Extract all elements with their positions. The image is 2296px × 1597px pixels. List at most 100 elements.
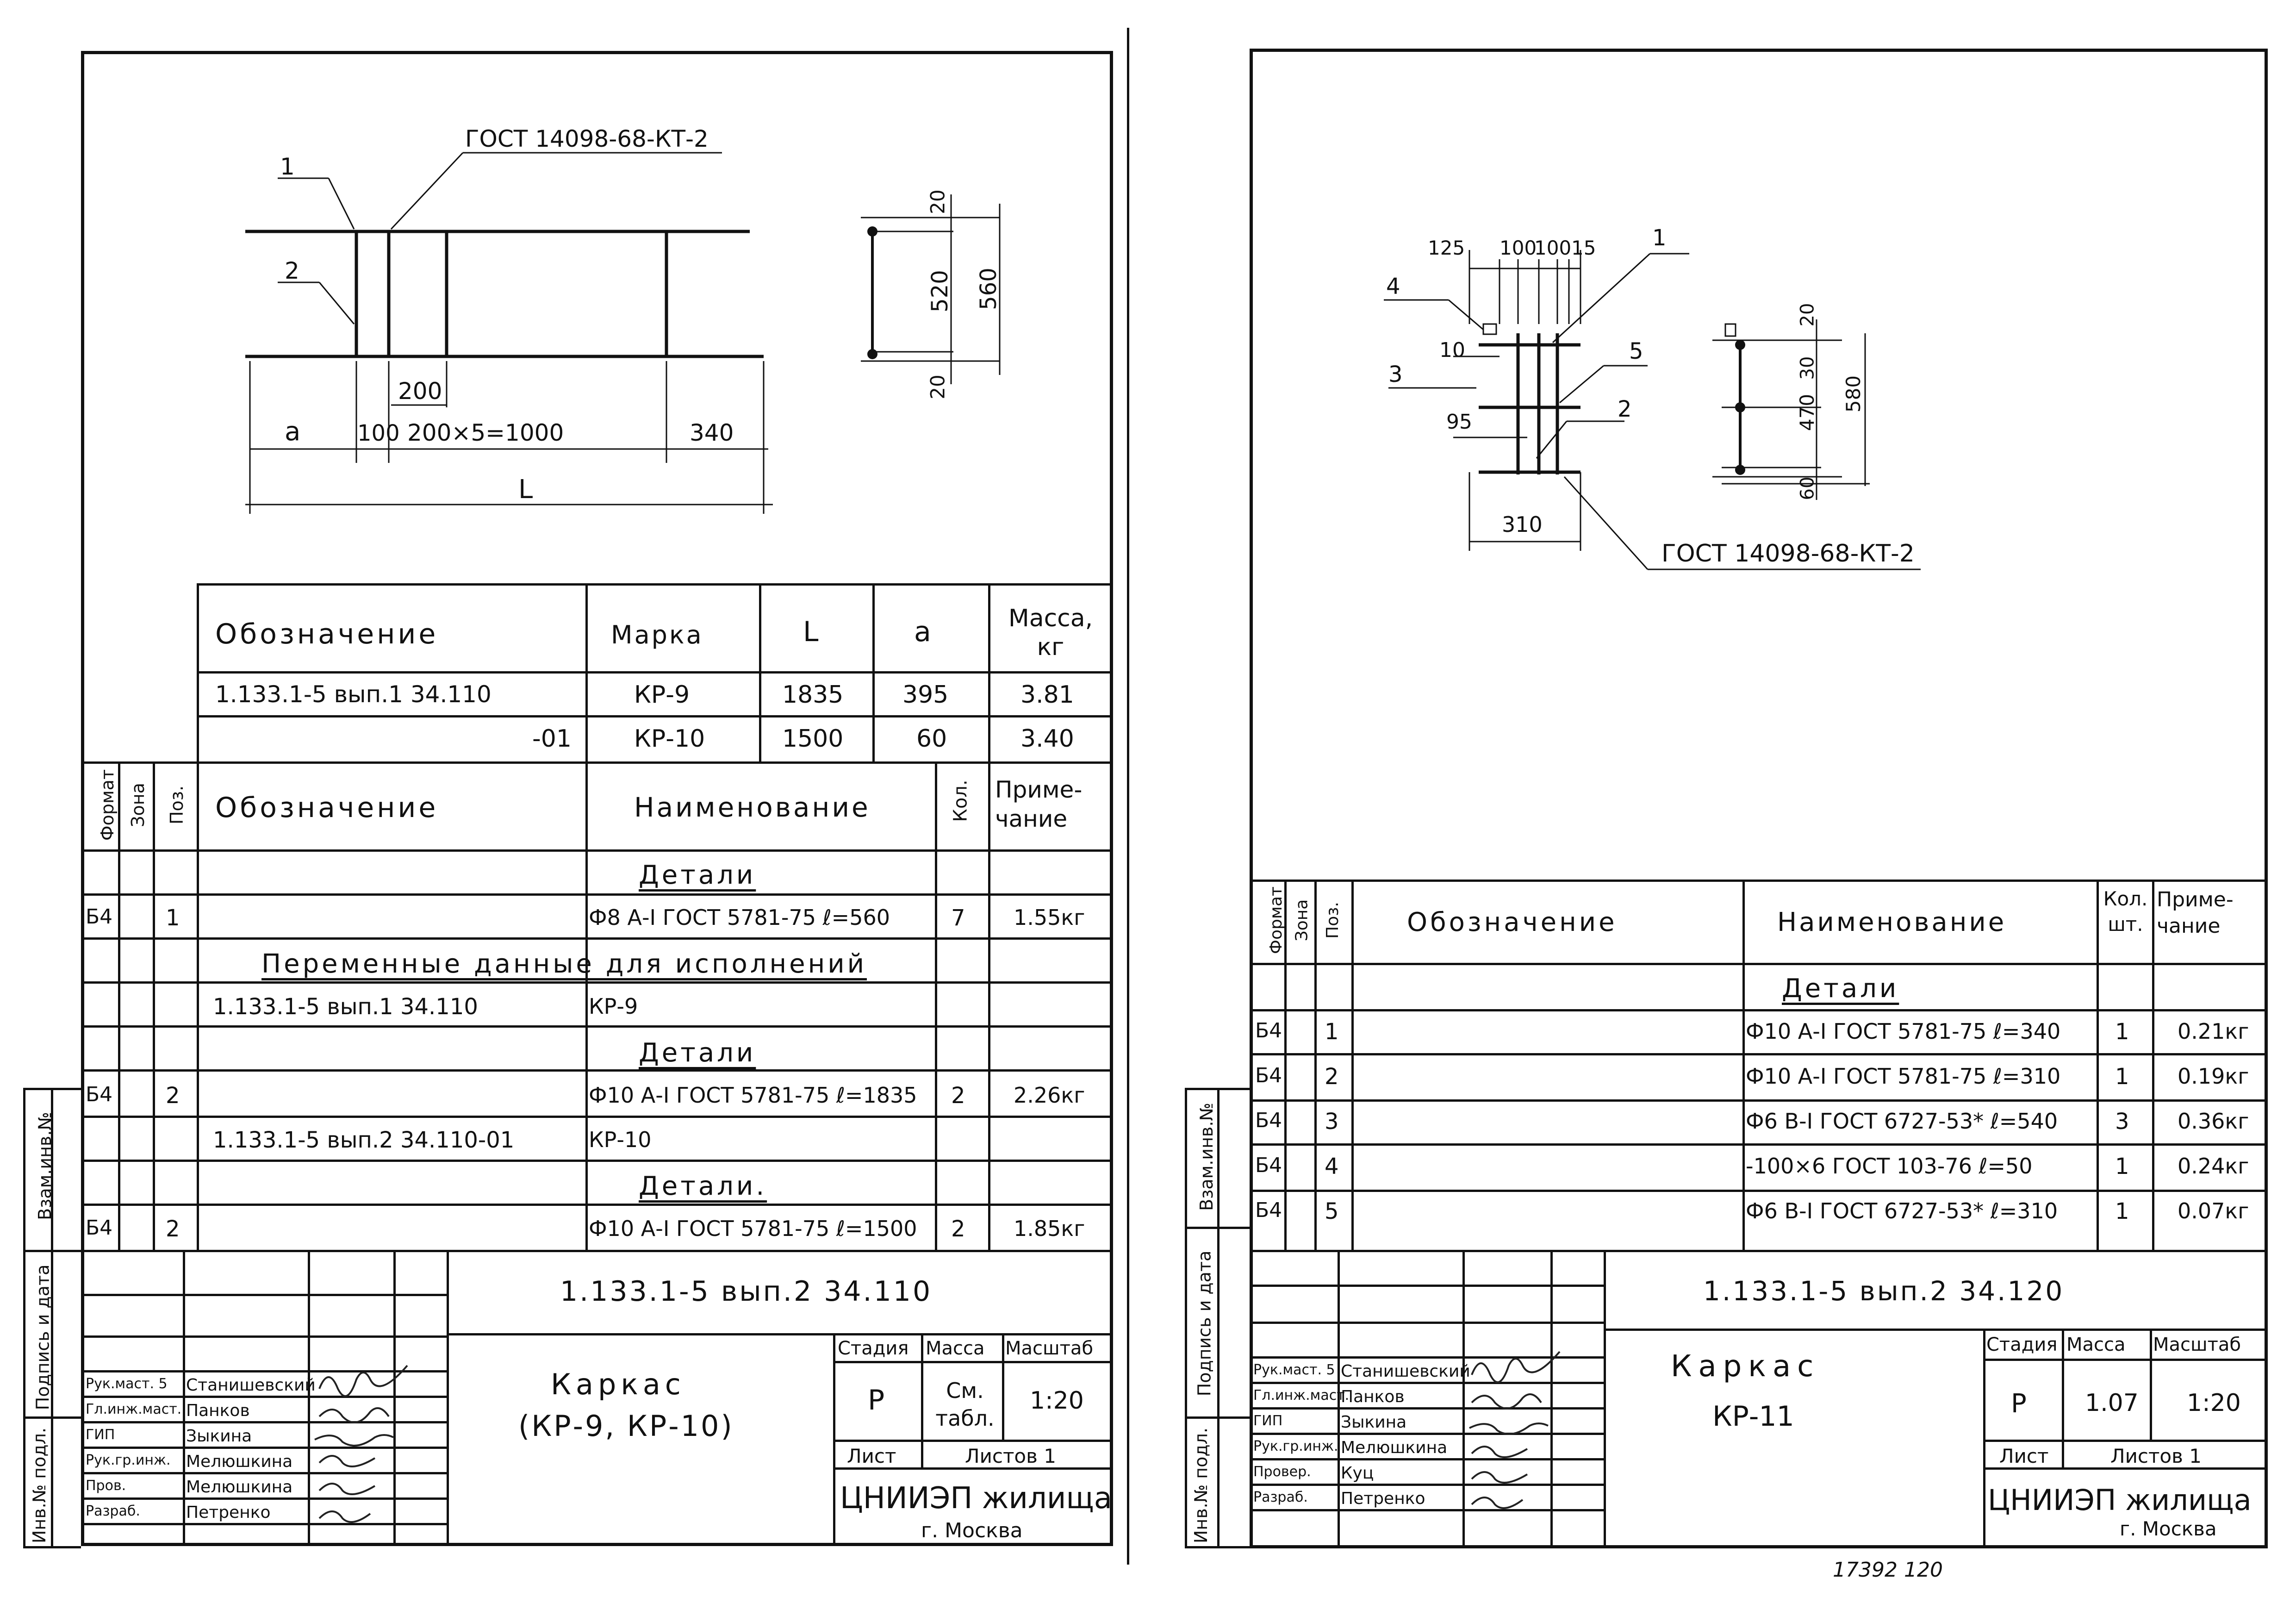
right-person-5-role: Провер. [1253,1464,1311,1480]
left-doc-name-1: Каркас [551,1367,685,1401]
left-scale-header: Масштаб [1005,1338,1094,1359]
left-spec-header-note: Приме- чание [995,776,1083,832]
left-spec-row-4-name: КР-9 [589,994,638,1019]
left-stamp-vzam: Взам.инв.№ [34,1112,55,1220]
right-stage-header: Стадия [1986,1334,2058,1355]
left-spec-row-6-note: 2.26кг [1014,1083,1085,1108]
right-spec-row-6-qty: 1 [2115,1198,2129,1224]
left-spec-row-9-name: Ф10 А-I ГОСТ 5781-75 ℓ=1500 [589,1216,917,1241]
right-pos-4: 4 [1386,274,1400,299]
left-spec-row-8-name: Детали. [639,1171,767,1201]
left-spec-row-7-name: КР-10 [589,1127,652,1152]
right-spec-row-3-name: Ф10 А-I ГОСТ 5781-75 ℓ=310 [1746,1064,2061,1089]
right-scale-value: 1:20 [2187,1389,2241,1417]
right-spec-row-5-name: -100×6 ГОСТ 103-76 ℓ=50 [1746,1154,2033,1179]
right-stamp-vzam: Взам.инв.№ [1196,1103,1217,1211]
right-pos-3: 3 [1388,362,1403,387]
left-spec-row-2-pos: 1 [166,905,180,931]
left-dim-100: 100 [357,420,400,446]
right-spec-row-3-note: 0.19кг [2178,1064,2249,1089]
right-sheet-label: Лист [1999,1445,2049,1467]
left-spec-side-zone: Зона [127,783,148,827]
right-mass-value: 1.07 [2085,1389,2139,1417]
left-spec-row-2-note: 1.55кг [1014,905,1085,930]
left-doc-code: 1.133.1-5 вып.2 34.110 [560,1275,933,1308]
right-spec-header-name: Наименование [1777,907,2007,937]
right-doc-name-1: Каркас [1671,1349,1820,1384]
left-spec-row-1-name: Детали [639,860,756,890]
right-spec-header-note: Приме- чание [2157,888,2234,938]
left-sheet-label: Лист [847,1445,896,1467]
left-scale-value: 1:20 [1030,1387,1084,1415]
right-person-1-role: Рук.маст. 5 [1253,1362,1335,1378]
left-sheets-label: Листов 1 [965,1445,1056,1467]
right-spec-row-4-pos: 3 [1325,1109,1339,1135]
right-sec-470: 470 [1796,393,1819,431]
left-var-r2-designation: -01 [532,725,572,753]
left-person-1-name: Станишевский [186,1376,316,1395]
right-spec-row-6-fmt: Б4 [1255,1198,1282,1222]
right-sheets-label: Листов 1 [2110,1445,2202,1467]
right-pos-5: 5 [1629,338,1643,364]
left-var-r2-a: 60 [916,725,947,753]
right-dim-95: 95 [1446,410,1472,434]
right-spec-row-5-pos: 4 [1325,1154,1339,1179]
right-spec-row-4-note: 0.36кг [2178,1109,2249,1134]
left-person-6-role: Разраб. [86,1503,140,1519]
right-spec-row-3-qty: 1 [2115,1064,2129,1090]
left-dim-chain: 200×5=1000 [407,419,564,446]
left-edge-line [1127,28,1129,1565]
right-pos-1: 1 [1652,225,1667,251]
left-spec-side-format: Формат [97,769,118,841]
left-var-r2-mark: КР-10 [634,725,705,753]
left-person-2-name: Панков [186,1401,250,1420]
left-spec-row-9-qty: 2 [951,1216,965,1242]
right-person-6-name: Петренко [1341,1489,1425,1508]
left-var-r2-mass: 3.40 [1020,725,1074,753]
left-doc-name-2: (КР-9, КР-10) [518,1409,734,1443]
left-person-6-name: Петренко [186,1503,271,1522]
right-stamp-sign-date: Подпись и дата [1194,1250,1215,1397]
right-dim-15: 15 [1571,237,1596,259]
right-scale-header: Масштаб [2153,1334,2241,1355]
right-spec-row-4-qty: 3 [2115,1109,2129,1135]
left-frame-drawing [245,152,1001,514]
right-spec-side-zone: Зона [1292,899,1312,942]
left-person-4-name: Мелюшкина [186,1452,293,1471]
left-person-5-name: Мелюшкина [186,1478,293,1497]
right-frame-drawing [1384,250,1921,570]
right-spec-row-1-name: Детали [1782,973,1899,1004]
right-spec-row-3-pos: 2 [1325,1064,1339,1090]
right-person-2-name: Панков [1341,1387,1405,1406]
left-sheet-frame [81,51,1113,1546]
right-dim-100a: 100 [1500,237,1537,259]
left-spec-side-pos: Поз. [167,785,187,825]
left-spec-row-7-des: 1.133.1-5 вып.2 34.110-01 [213,1127,515,1153]
right-mass-header: Масса [2066,1334,2126,1355]
right-sec-60: 60 [1797,476,1818,500]
left-person-1-role: Рук.маст. 5 [86,1376,168,1392]
right-sec-30: 30 [1797,356,1818,380]
right-spec-row-3-fmt: Б4 [1255,1064,1282,1087]
right-spec-row-2-note: 0.21кг [2178,1019,2249,1044]
left-pos-1-label: 1 [280,153,295,180]
right-spec-row-6-pos: 5 [1325,1198,1339,1224]
right-spec-side-pos: Поз. [1323,902,1342,939]
left-dim-340: 340 [690,419,734,446]
right-org-city: г. Москва [2120,1517,2217,1540]
right-dim-100b: 100 [1534,237,1572,259]
right-spec-row-5-fmt: Б4 [1255,1154,1282,1177]
left-var-header-mass: Масса, кг [1008,605,1093,661]
right-person-2-role: Гл.инж.маст. [1253,1387,1350,1404]
left-spec-row-5-name: Детали [639,1038,756,1068]
left-stage-value: Р [868,1384,885,1416]
right-footer-note: 17392 120 [1833,1558,1943,1582]
left-var-r1-mark: КР-9 [634,681,690,709]
left-spec-row-9-fmt: Б4 [86,1216,113,1240]
right-spec-row-5-qty: 1 [2115,1154,2129,1179]
left-var-header-mark: Марка [611,620,703,649]
left-var-header-designation: Обозначение [215,618,439,650]
left-var-header-L: L [803,616,819,648]
left-stamp-sign-date: Подпись и дата [32,1264,53,1410]
left-dim-a: a [285,417,301,447]
